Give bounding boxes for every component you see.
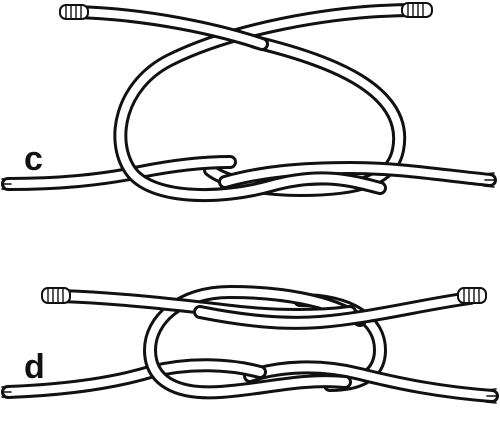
rope-working-end-right-d <box>193 291 477 330</box>
frayed-end-right-c <box>483 172 496 188</box>
step-label-d: d <box>24 348 45 386</box>
rope-standing-right-d <box>243 360 499 403</box>
knot-step-c <box>1 2 497 203</box>
rope-working-end-c <box>68 5 269 51</box>
whipped-end-right-c <box>401 2 433 18</box>
rope-standing-right-c <box>218 161 497 189</box>
knot-step-d <box>1 285 499 404</box>
rope-loop-left-c <box>113 3 422 203</box>
frayed-end-left-c <box>1 177 12 191</box>
frayed-end-right-d <box>485 388 498 404</box>
whipped-end-right-d <box>457 287 487 304</box>
whipped-end-left-d <box>41 287 71 304</box>
step-label-c: c <box>24 140 43 178</box>
rope-loop-left-d <box>143 285 367 400</box>
frayed-end-left-d <box>1 385 12 399</box>
whipped-end-left-c <box>59 4 89 20</box>
